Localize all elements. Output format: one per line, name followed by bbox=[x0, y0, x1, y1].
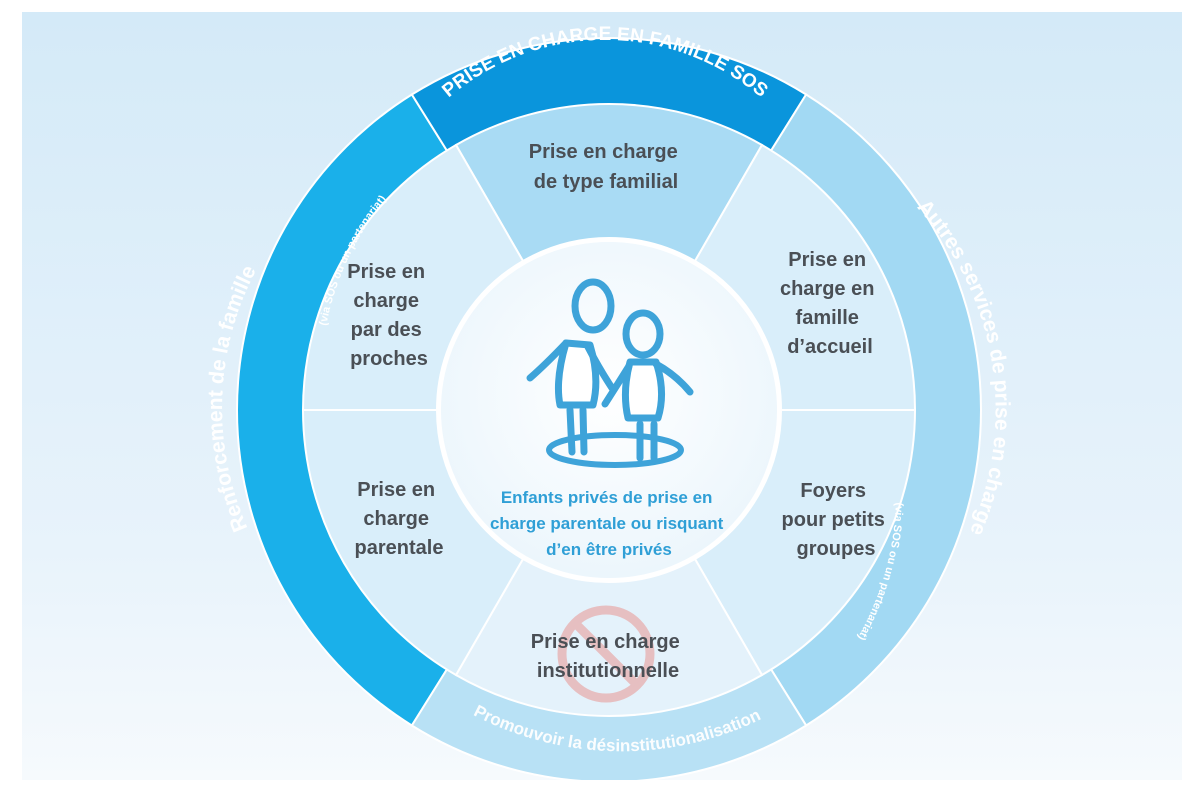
inner-segments bbox=[301, 103, 917, 717]
outer-ring bbox=[236, 37, 982, 783]
center-caption-line: Enfants privés de prise en bbox=[501, 488, 713, 507]
segment-label-line: Prise en bbox=[788, 249, 866, 271]
segment-label-upper-left: Prise en charge par des proches bbox=[347, 261, 430, 370]
segment-label-line: de type familial bbox=[534, 171, 679, 193]
segment-label-top: Prise en charge de type familial bbox=[529, 141, 684, 193]
segment-label-line: charge en bbox=[780, 278, 874, 300]
center-caption-line: charge parentale ou risquant bbox=[490, 514, 724, 533]
segment-label-line: Prise en bbox=[347, 261, 425, 283]
segment-label-lower-right: Foyers pour petits groupes bbox=[782, 480, 891, 560]
segment-label-line: Prise en charge bbox=[531, 631, 680, 653]
segment-label-lower-left: Prise en charge parentale bbox=[355, 479, 444, 559]
segment-label-line: par des bbox=[351, 319, 422, 341]
center-caption: Enfants privés de prise en charge parent… bbox=[490, 488, 728, 559]
segment-label-bottom: Prise en charge institutionnelle bbox=[531, 631, 686, 682]
segment-label-upper-right: Prise en charge en famille d’accueil bbox=[780, 249, 880, 358]
segment-label-line: Prise en charge bbox=[529, 141, 678, 163]
prohibited-icon bbox=[557, 605, 655, 703]
center-caption-line: d’en être privés bbox=[546, 540, 672, 559]
segment-label-line: Prise en bbox=[357, 479, 435, 501]
segment-label-line: charge bbox=[353, 290, 419, 312]
segment-label-line: groupes bbox=[797, 538, 876, 560]
segment-label-line: famille bbox=[796, 307, 859, 329]
segment-label-line: charge bbox=[363, 508, 429, 530]
segment-label-line: institutionnelle bbox=[537, 660, 679, 682]
segment-label-line: d’accueil bbox=[787, 336, 873, 358]
segment-label-line: Foyers bbox=[800, 480, 866, 502]
segment-label-line: pour petits bbox=[782, 509, 885, 531]
center-circle bbox=[437, 238, 781, 582]
segment-label-line: proches bbox=[350, 348, 428, 370]
segment-label-line: parentale bbox=[355, 537, 444, 559]
children-icon bbox=[526, 278, 694, 468]
